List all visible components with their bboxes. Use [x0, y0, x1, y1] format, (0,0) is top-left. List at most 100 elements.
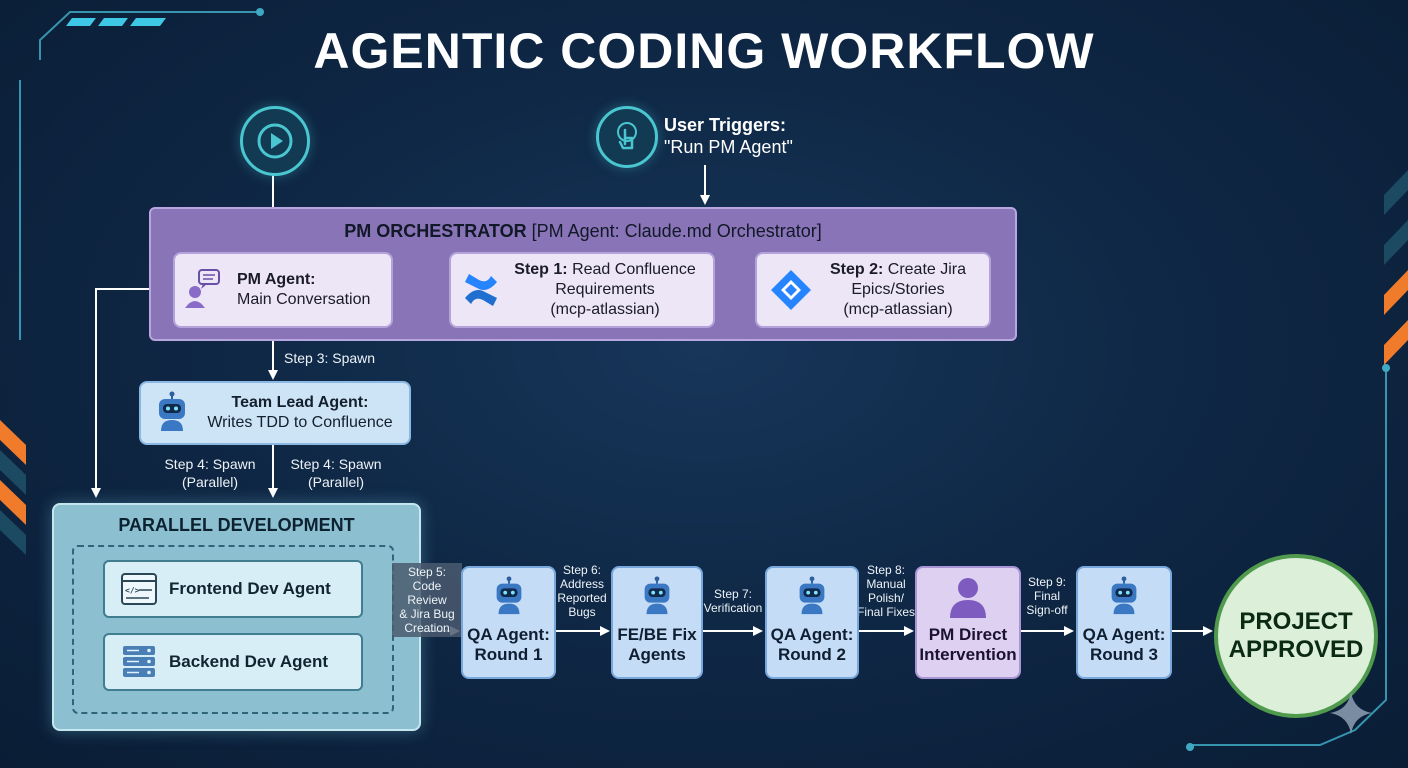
- qa1-line0: QA Agent:: [467, 625, 550, 644]
- step4-label-left: Step 4: Spawn (Parallel): [150, 455, 270, 491]
- step2-line1: Create Jira: [887, 261, 967, 278]
- step8-line2: Polish/: [867, 591, 905, 605]
- step5-line2: & Jira Bug: [399, 607, 455, 621]
- trigger-bold: User Triggers:: [664, 115, 787, 135]
- orch-text: [PM Agent: Claude.md Orchestrator]: [531, 221, 822, 241]
- trigger-text: "Run PM Agent": [664, 137, 793, 157]
- qa3-line0: QA Agent:: [1082, 625, 1166, 644]
- team-lead-card[interactable]: Team Lead Agent: Writes TDD to Confluenc…: [139, 381, 411, 445]
- sparkle-icon: [1330, 692, 1372, 734]
- step4-right-line2: (Parallel): [307, 474, 364, 490]
- step4-label-right: Step 4: Spawn (Parallel): [276, 455, 396, 491]
- frame-lines: [19, 11, 1387, 746]
- step5-line0: Step 5:: [407, 565, 447, 579]
- header-dashes: [66, 18, 166, 26]
- step4-right-line1: Step 4: Spawn: [290, 456, 382, 472]
- trigger-label: User Triggers: "Run PM Agent": [664, 114, 864, 158]
- step7-label: Step 7: Verification: [700, 587, 766, 615]
- user-icon: [950, 578, 986, 618]
- qa1-line1: Round 1: [474, 645, 543, 664]
- fix-line0: FE/BE Fix: [617, 625, 697, 644]
- robot-icon: [496, 576, 521, 615]
- step7-line0: Step 7:: [713, 587, 753, 601]
- robot-icon: [159, 391, 185, 431]
- step5-line3: Creation: [404, 621, 450, 635]
- frontend-dev-card[interactable]: </> Frontend Dev Agent: [103, 560, 363, 618]
- robot-icon: [644, 576, 670, 615]
- step2-bold: Step 2:: [829, 261, 884, 278]
- step1-text: Step 1: Read Confluence Requirements (mc…: [505, 260, 705, 320]
- step5-label: Step 5: Code Review & Jira Bug Creation: [392, 563, 462, 637]
- step8-label: Step 8: Manual Polish/ Final Fixes: [855, 563, 917, 619]
- play-button[interactable]: [240, 106, 310, 176]
- step9-label: Step 9: Final Sign-off: [1018, 575, 1076, 617]
- pm-agent-bold: PM Agent:: [237, 271, 316, 288]
- svg-text:</>: </>: [125, 586, 140, 595]
- step3-label: Step 3: Spawn: [284, 350, 376, 366]
- approved-line1: APPROVED: [1228, 636, 1364, 663]
- step1-card[interactable]: Step 1: Read Confluence Requirements (mc…: [449, 252, 715, 328]
- parallel-title: PARALLEL DEVELOPMENT: [118, 515, 355, 535]
- approved-line0: PROJECT: [1239, 608, 1353, 635]
- browser-code-icon: </>: [121, 573, 157, 605]
- left-stripes: [0, 420, 26, 555]
- step8-line3: Final Fixes: [856, 605, 915, 619]
- step5-line1: Code Review: [407, 579, 447, 607]
- pm-agent-card[interactable]: PM Agent: Main Conversation: [173, 252, 393, 328]
- step6-line1: Address: [559, 577, 605, 591]
- step2-line3: (mcp-atlassian): [843, 301, 953, 318]
- pm-direct-line1: Intervention: [919, 645, 1017, 664]
- confluence-icon: [465, 274, 497, 306]
- fix-agents-card[interactable]: FE/BE Fix Agents: [611, 566, 703, 679]
- touch-icon: [617, 122, 637, 150]
- step1-line1: Read Confluence: [572, 261, 696, 278]
- step9-line0: Step 9:: [1027, 575, 1067, 589]
- pm-agent-text: PM Agent: Main Conversation: [237, 270, 370, 310]
- step7-line1: Verification: [703, 601, 763, 615]
- step8-line0: Step 8:: [866, 563, 906, 577]
- frontend-dev-label: Frontend Dev Agent: [169, 579, 331, 598]
- step6-line2: Reported: [557, 591, 607, 605]
- pm-orchestrator-title: PM ORCHESTRATOR [PM Agent: Claude.md Orc…: [151, 221, 1015, 242]
- step1-line3: (mcp-atlassian): [550, 301, 660, 318]
- qa-round2-card[interactable]: QA Agent: Round 2: [765, 566, 859, 679]
- right-stripes: [1384, 170, 1408, 365]
- step4-left-line1: Step 4: Spawn: [164, 456, 256, 472]
- robot-icon: [799, 576, 825, 615]
- page-title: AGENTIC CODING WORKFLOW: [313, 23, 1095, 79]
- step2-line2: Epics/Stories: [851, 281, 945, 298]
- orch-bold: PM ORCHESTRATOR: [344, 221, 527, 241]
- qa3-line1: Round 3: [1090, 645, 1158, 664]
- step9-line1: Final: [1033, 589, 1060, 603]
- pm-agent-sub: Main Conversation: [237, 291, 371, 308]
- chat-user-icon: [185, 269, 220, 308]
- jira-icon: [771, 270, 811, 310]
- backend-dev-card[interactable]: Backend Dev Agent: [103, 633, 363, 691]
- step9-line2: Sign-off: [1026, 603, 1068, 617]
- step6-line0: Step 6:: [562, 563, 602, 577]
- team-lead-text: Team Lead Agent: Writes TDD to Confluenc…: [197, 393, 403, 433]
- step2-card[interactable]: Step 2: Create Jira Epics/Stories (mcp-a…: [755, 252, 991, 328]
- step8-line1: Manual: [866, 577, 906, 591]
- fix-line1: Agents: [628, 645, 686, 664]
- team-lead-sub: Writes TDD to Confluence: [207, 414, 393, 431]
- step6-label: Step 6: Address Reported Bugs: [552, 563, 612, 619]
- team-lead-bold: Team Lead Agent:: [231, 394, 369, 411]
- project-approved-badge: PROJECT APPROVED: [1214, 554, 1378, 718]
- qa-round1-card[interactable]: QA Agent: Round 1: [461, 566, 556, 679]
- arrow-pm-to-parallel: [91, 288, 173, 498]
- pm-direct-line0: PM Direct: [928, 625, 1008, 644]
- step6-line3: Bugs: [568, 605, 596, 619]
- backend-dev-label: Backend Dev Agent: [169, 652, 329, 671]
- play-icon: [257, 123, 293, 159]
- qa2-line1: Round 2: [778, 645, 846, 664]
- step4-left-line2: (Parallel): [181, 474, 238, 490]
- qa-round3-card[interactable]: QA Agent: Round 3: [1076, 566, 1172, 679]
- qa2-line0: QA Agent:: [770, 625, 854, 644]
- trigger-button[interactable]: [596, 106, 658, 168]
- server-icon: [123, 646, 155, 677]
- pm-direct-card[interactable]: PM Direct Intervention: [915, 566, 1021, 679]
- robot-icon: [1111, 576, 1137, 615]
- step1-bold: Step 1:: [514, 261, 568, 278]
